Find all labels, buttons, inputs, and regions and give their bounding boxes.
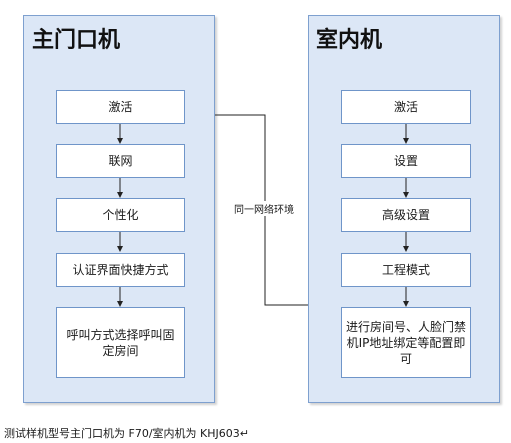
left-step-auth-shortcut: 认证界面快捷方式: [56, 253, 185, 287]
test-model-caption: 测试样机型号主门口机为 F70/室内机为 KHJ603↵: [4, 427, 249, 440]
network-connector-label: 同一网络环境: [233, 201, 295, 216]
main-door-unit-title: 主门口机: [32, 28, 121, 53]
right-step-settings: 设置: [341, 144, 471, 178]
left-step-activate: 激活: [56, 90, 185, 124]
right-step-activate: 激活: [341, 90, 471, 124]
left-step-network: 联网: [56, 144, 185, 178]
right-step-advanced-settings: 高级设置: [341, 198, 471, 232]
indoor-unit-title: 室内机: [316, 28, 383, 53]
left-step-call-mode: 呼叫方式选择呼叫固定房间: [56, 307, 185, 378]
right-step-room-binding: 进行房间号、人脸门禁机IP地址绑定等配置即可: [341, 307, 471, 378]
right-step-engineering-mode: 工程模式: [341, 253, 471, 287]
left-step-personalize: 个性化: [56, 198, 185, 232]
